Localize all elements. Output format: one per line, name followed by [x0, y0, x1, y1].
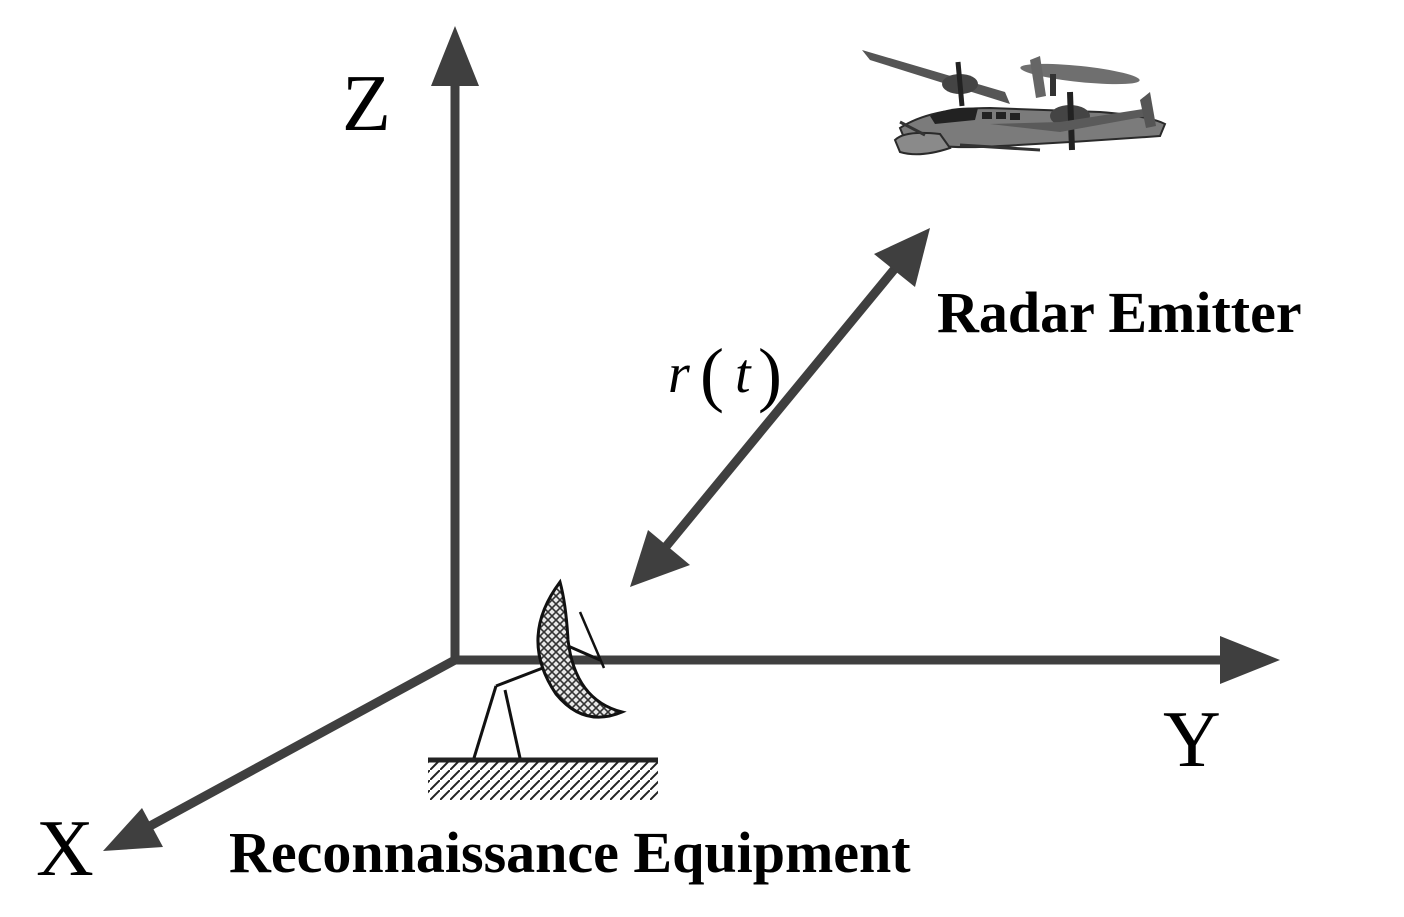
radar-dish-antenna-icon: [428, 582, 658, 800]
y-axis-label: Y: [1163, 696, 1221, 784]
range-variable: r: [668, 343, 690, 405]
receiver-label: Reconnaissance Equipment: [229, 820, 911, 885]
emitter-label: Radar Emitter: [937, 280, 1302, 345]
range-close-paren: ): [758, 334, 782, 414]
x-axis-label: X: [36, 805, 94, 893]
z-axis: [431, 26, 479, 660]
range-argument: t: [735, 343, 752, 405]
z-axis-label: Z: [342, 60, 391, 148]
range-label: r ( t ): [668, 334, 782, 414]
aircraft-icon: [862, 50, 1165, 154]
range-open-paren: (: [700, 334, 724, 414]
